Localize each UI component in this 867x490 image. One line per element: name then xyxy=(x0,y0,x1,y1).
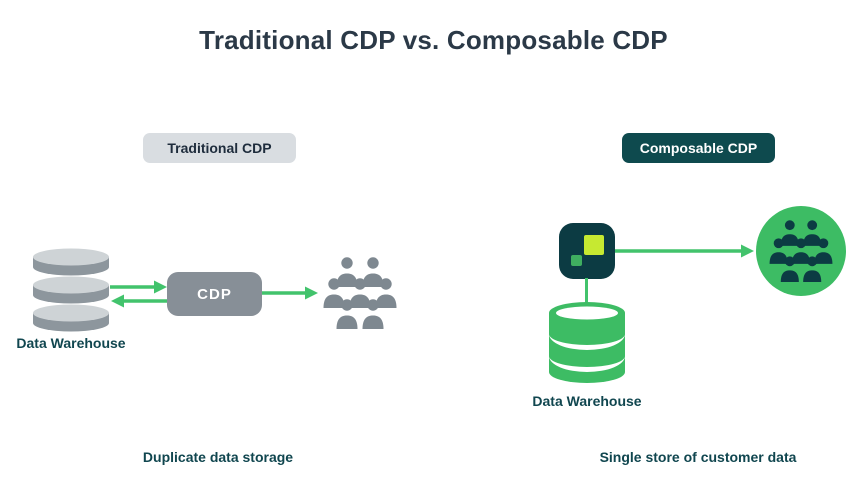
traditional-cdp-badge-label: Traditional CDP xyxy=(167,140,272,156)
arrow-right-icon xyxy=(110,280,167,294)
cylinder-top-face xyxy=(556,306,618,320)
caption-traditional: Duplicate data storage xyxy=(142,449,294,465)
arrow-cdp-to-audience-icon xyxy=(262,286,318,300)
arrow-left-icon xyxy=(111,294,168,308)
bidirectional-arrows-icon xyxy=(110,280,168,308)
database-disk xyxy=(33,304,109,332)
database-icon-composable xyxy=(549,302,625,383)
database-disk xyxy=(33,276,109,304)
database-disk xyxy=(33,248,109,276)
green-square-icon xyxy=(571,255,582,266)
cdp-box-label: CDP xyxy=(197,285,232,303)
data-warehouse-label-traditional: Data Warehouse xyxy=(16,335,126,351)
cdp-box: CDP xyxy=(167,272,262,316)
composable-cdp-badge-label: Composable CDP xyxy=(639,140,758,156)
page-title: Traditional CDP vs. Composable CDP xyxy=(199,25,668,55)
lime-square-icon xyxy=(584,235,604,255)
caption-composable: Single store of customer data xyxy=(599,449,797,465)
database-icon-traditional xyxy=(33,248,109,332)
connector-line xyxy=(585,278,588,304)
composable-cdp-badge: Composable CDP xyxy=(622,133,775,163)
arrow-app-to-audience-icon xyxy=(615,244,754,258)
data-warehouse-label-composable: Data Warehouse xyxy=(532,393,642,409)
traditional-cdp-badge: Traditional CDP xyxy=(143,133,296,163)
audience-circle-icon xyxy=(756,206,846,296)
cdp-toolkit-app-icon xyxy=(559,223,615,279)
audience-crowd-icon-composable xyxy=(769,220,833,282)
audience-crowd-icon-traditional xyxy=(323,257,397,329)
